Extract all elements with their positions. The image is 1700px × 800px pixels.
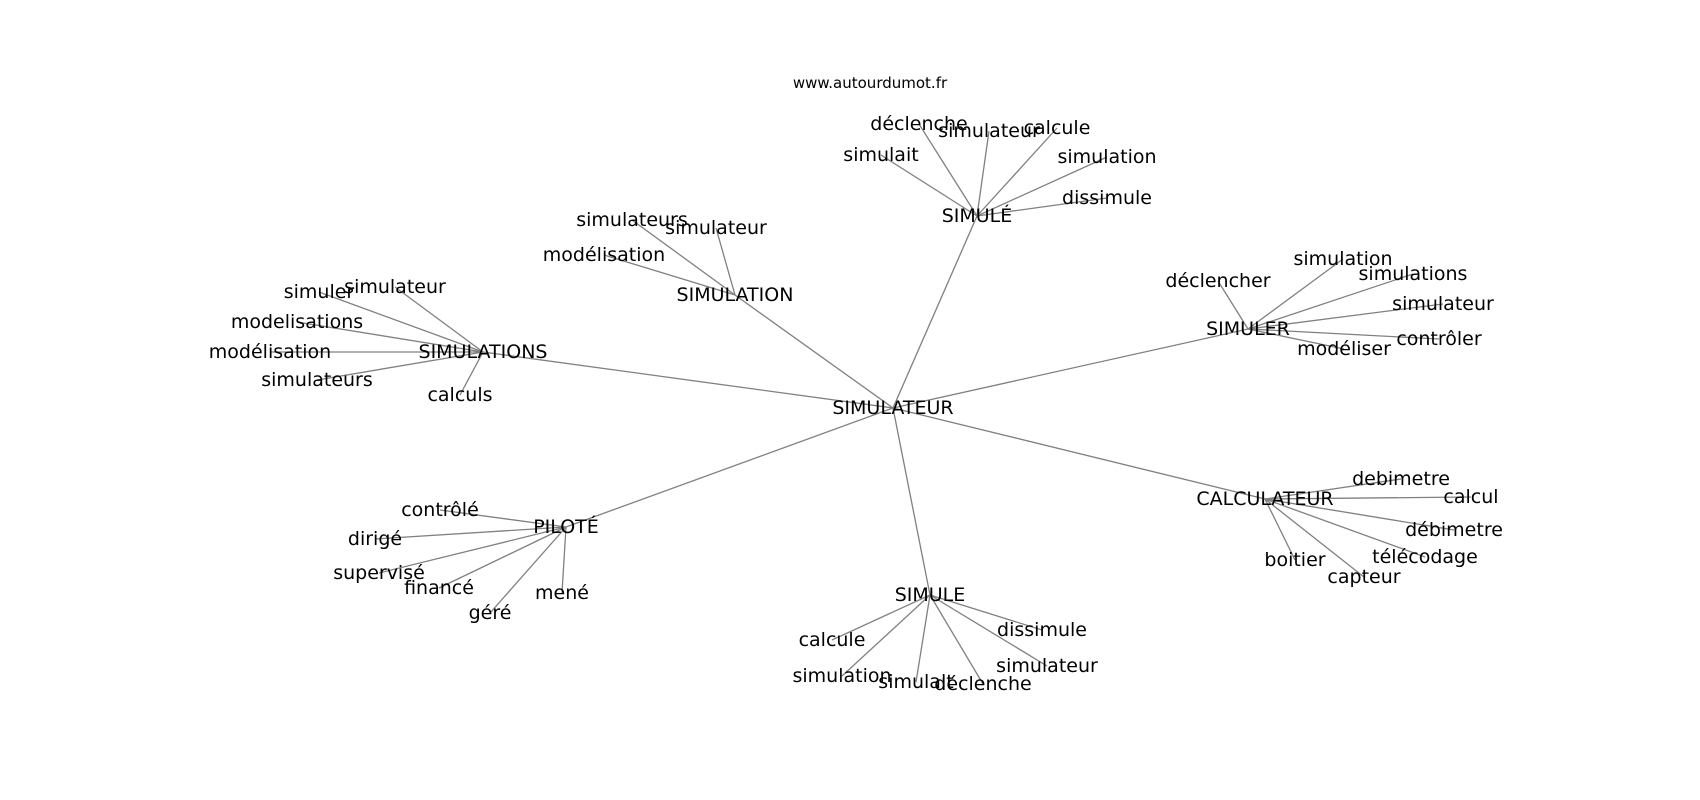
- edge-simulations-2: [296, 321, 484, 353]
- edge-simule-accent-2: [976, 127, 1058, 217]
- edges-layer: [270, 123, 1472, 685]
- cluster-node-calculateur: CALCULATEUR: [1196, 488, 1333, 510]
- leaf-node-simuler-5: modéliser: [1297, 338, 1391, 360]
- edge-pilote-2: [378, 526, 567, 574]
- edge-simuler-1: [1247, 258, 1344, 330]
- leaf-node-calculateur-4: boitier: [1264, 549, 1325, 571]
- edge-pilote-0: [439, 509, 567, 528]
- leaf-node-simule-accent-4: simulation: [1057, 146, 1156, 168]
- leaf-node-simule-0: dissimule: [997, 619, 1087, 641]
- leaf-node-simulations-2: modelisations: [231, 311, 363, 333]
- leaf-node-pilote-2: supervisé: [333, 562, 425, 584]
- edge-simulation-2: [603, 254, 736, 296]
- edge-center-simule-accent: [892, 215, 978, 409]
- edge-simule-accent-1: [976, 130, 990, 217]
- edge-simule-3: [841, 594, 931, 677]
- edge-simulation-1: [715, 227, 736, 296]
- edge-calculateur-1: [1264, 496, 1472, 500]
- edge-simule-0: [929, 594, 1043, 631]
- edge-simule-accent-5: [976, 197, 1108, 217]
- leaf-node-calculateur-1: calcul: [1443, 486, 1498, 508]
- leaf-node-calculateur-2: débimetre: [1405, 519, 1503, 541]
- leaf-node-simule-accent-0: déclenche: [870, 113, 967, 135]
- leaf-node-simuler-0: déclencher: [1165, 270, 1270, 292]
- edge-simule-accent-3: [880, 154, 978, 217]
- leaf-node-simule-5: déclenche: [934, 673, 1031, 695]
- labels-layer: SIMULATEURSIMULÉdéclenchesimulateurcalcu…: [209, 113, 1503, 695]
- leaf-node-simuler-3: simulateur: [1392, 293, 1494, 315]
- edge-simule-4: [915, 594, 931, 683]
- center-node-label: SIMULATEUR: [832, 397, 953, 419]
- edge-pilote-3: [438, 526, 567, 589]
- leaf-node-pilote-4: géré: [469, 602, 512, 624]
- leaf-node-simule-accent-5: dissimule: [1062, 187, 1152, 209]
- edge-calculateur-0: [1264, 478, 1402, 500]
- edge-simulations-4: [316, 351, 484, 381]
- cluster-node-pilote: PILOTÉ: [533, 515, 599, 538]
- leaf-node-simuler-1: simulation: [1293, 248, 1392, 270]
- edge-center-simulation: [734, 294, 894, 409]
- edge-simule-accent-0: [918, 123, 978, 217]
- edge-center-simule: [892, 407, 931, 596]
- edge-simule-accent-4: [976, 156, 1108, 217]
- edge-center-pilote: [565, 407, 894, 528]
- edge-calculateur-2: [1264, 498, 1455, 531]
- leaf-node-calculateur-0: debimetre: [1352, 468, 1450, 490]
- leaf-node-simule-4: simulait: [878, 671, 953, 693]
- edge-center-simuler: [892, 328, 1249, 409]
- edge-simule-1: [831, 594, 931, 641]
- cluster-node-simule-accent: SIMULÉ: [942, 204, 1013, 227]
- cluster-node-simulation: SIMULATION: [677, 284, 794, 306]
- leaf-node-simule-accent-3: simulait: [843, 144, 918, 166]
- edge-simuler-2: [1247, 273, 1414, 330]
- leaf-node-simulation-2: modélisation: [543, 244, 665, 266]
- leaf-node-simule-1: calcule: [799, 629, 866, 651]
- edge-simule-5: [929, 594, 984, 685]
- edge-simuler-3: [1247, 303, 1444, 330]
- edge-center-calculateur: [892, 407, 1266, 500]
- leaf-node-simule-accent-1: simulateur: [938, 120, 1040, 142]
- edge-simuler-0: [1217, 280, 1249, 330]
- leaf-node-pilote-0: contrôlé: [401, 499, 479, 521]
- leaf-node-simuler-4: contrôler: [1396, 328, 1482, 350]
- leaf-node-simule-3: simulation: [792, 665, 891, 687]
- leaf-node-simulations-4: simulateurs: [261, 369, 373, 391]
- edge-simulation-0: [631, 219, 736, 296]
- leaf-node-simule-accent-2: calcule: [1024, 117, 1091, 139]
- leaf-node-pilote-1: dirigé: [348, 528, 402, 550]
- leaf-node-simulation-0: simulateurs: [576, 209, 688, 231]
- edge-simuler-5: [1247, 328, 1345, 350]
- edge-calculateur-3: [1264, 498, 1426, 558]
- cluster-node-simuler: SIMULER: [1206, 318, 1290, 340]
- edge-simuler-4: [1247, 328, 1440, 340]
- leaf-node-simulations-5: calculs: [427, 384, 492, 406]
- leaf-node-simulations-0: simuler: [284, 281, 355, 303]
- edge-simulations-0: [318, 291, 484, 353]
- edge-pilote-5: [561, 526, 567, 594]
- leaf-node-pilote-3: financé: [404, 577, 474, 599]
- leaf-node-simulations-1: simulateur: [344, 276, 446, 298]
- leaf-node-calculateur-5: capteur: [1327, 566, 1400, 588]
- leaf-node-pilote-5: mené: [535, 582, 589, 604]
- leaf-node-simulation-1: simulateur: [665, 217, 767, 239]
- source-label: www.autourdumot.fr: [793, 74, 948, 92]
- leaf-node-simule-2: simulateur: [996, 655, 1098, 677]
- edge-pilote-4: [489, 526, 567, 614]
- edge-calculateur-4: [1264, 498, 1296, 561]
- cluster-node-simule: SIMULE: [895, 584, 966, 606]
- edge-center-simulations: [482, 351, 894, 409]
- edge-calculateur-5: [1264, 498, 1365, 578]
- edge-pilote-1: [374, 526, 567, 540]
- leaf-node-simulations-3: modélisation: [209, 341, 331, 363]
- edge-simule-2: [929, 594, 1048, 667]
- edge-simulations-1: [394, 286, 484, 353]
- edge-simulations-5: [459, 351, 484, 396]
- leaf-node-calculateur-3: télécodage: [1372, 546, 1478, 568]
- leaf-node-simuler-2: simulations: [1359, 263, 1468, 285]
- cluster-node-simulations: SIMULATIONS: [419, 341, 548, 363]
